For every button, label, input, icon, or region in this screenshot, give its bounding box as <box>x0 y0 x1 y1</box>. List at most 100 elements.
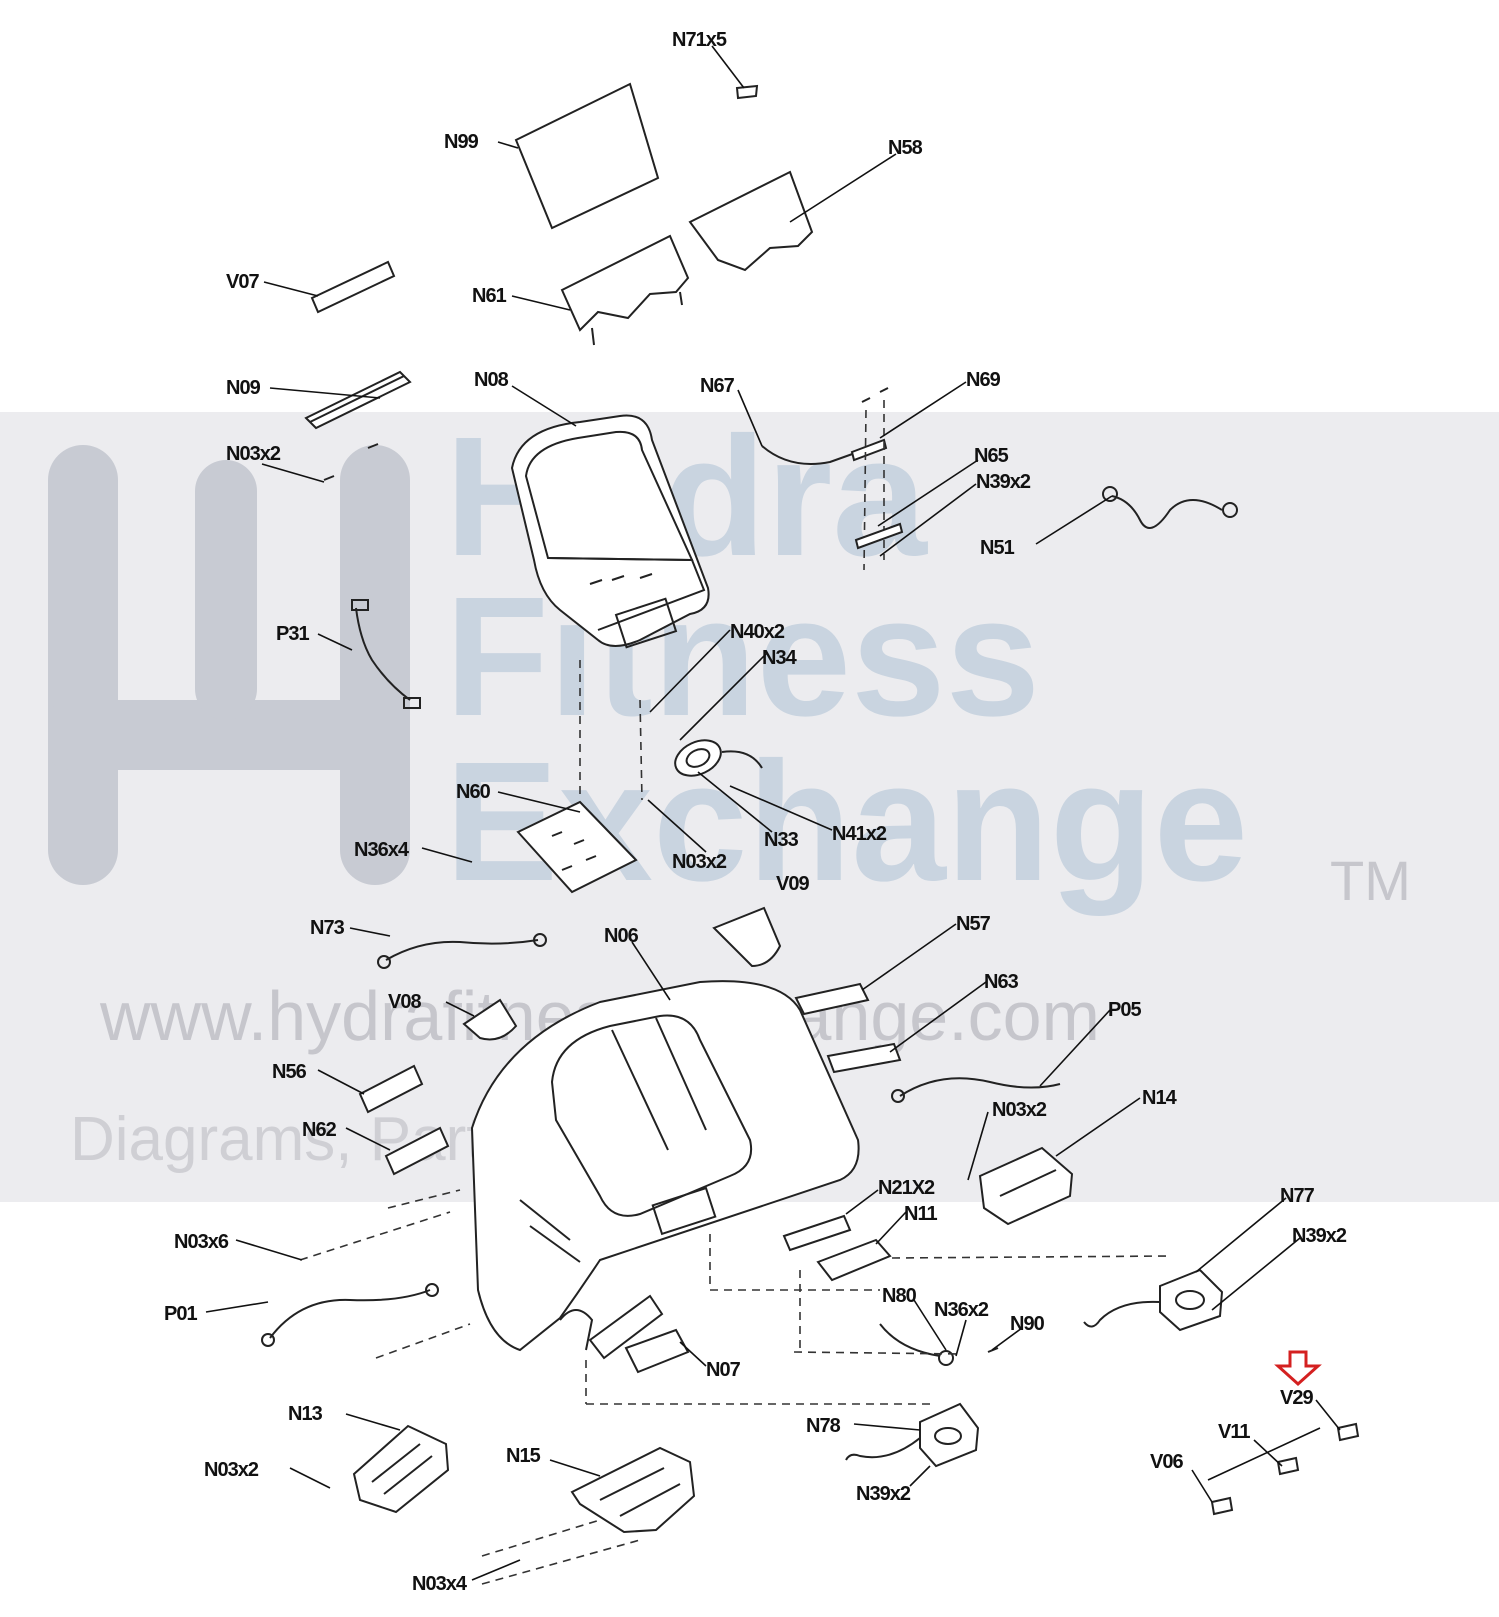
part-n80-sensor <box>879 1323 999 1366</box>
label-n90: N90 <box>1010 1313 1045 1335</box>
part-p31-connector <box>351 599 369 611</box>
label-v11: V11 <box>1218 1421 1250 1443</box>
assembly-line <box>639 699 643 801</box>
assembly-line <box>375 1323 471 1359</box>
part-n71-clip <box>735 84 759 100</box>
decal-set-line <box>1207 1427 1321 1481</box>
label-p05: P05 <box>1108 999 1141 1021</box>
part-n61-pin <box>591 327 595 346</box>
label-v09: V09 <box>776 873 809 895</box>
part-n62-overlay <box>384 1126 450 1176</box>
part-labels: N71x5 N99 N58 V07 N61 N09 N08 N67 N69 N0… <box>164 29 1348 1595</box>
label-n39x2-bottom: N39x2 <box>856 1483 911 1505</box>
label-v07: V07 <box>226 271 259 293</box>
hydra-trident-logo-icon <box>48 445 410 885</box>
label-v06: V06 <box>1150 1451 1183 1473</box>
label-n03x2-left: N03x2 <box>204 1459 259 1481</box>
label-n03x2-mid: N03x2 <box>672 851 727 873</box>
label-n39x2-top: N39x2 <box>976 471 1031 493</box>
down-arrow-icon <box>1274 1350 1322 1387</box>
part-n61-pin <box>679 291 683 306</box>
label-n06: N06 <box>604 925 639 947</box>
label-n13: N13 <box>288 1403 323 1425</box>
label-n40x2: N40x2 <box>730 621 785 643</box>
part-n07-overlay <box>588 1294 664 1360</box>
label-n21x2: N21X2 <box>878 1177 935 1199</box>
part-n09-inner-line <box>309 375 405 423</box>
part-n13-bracket <box>352 1424 450 1514</box>
assembly-line <box>387 1189 461 1209</box>
part-n51-connector <box>1222 502 1238 518</box>
label-p31: P31 <box>276 623 309 645</box>
label-n36x4: N36x4 <box>354 839 410 861</box>
label-n36x2: N36x2 <box>934 1299 989 1321</box>
label-n69: N69 <box>966 369 1001 391</box>
part-n57-overlay <box>794 982 870 1016</box>
label-n07: N07 <box>706 1359 741 1381</box>
part-p01-cable <box>269 1289 431 1339</box>
part-v11-decal <box>1276 1456 1300 1476</box>
part-v29-decal <box>1336 1422 1360 1442</box>
part-n73-cable <box>385 939 539 961</box>
part-v09-decal <box>712 906 782 968</box>
label-n58: N58 <box>888 137 923 159</box>
part-n69-screws <box>861 387 889 403</box>
watermark-brand-line-2: Fitness <box>445 562 1040 752</box>
part-n51-cable <box>1111 495 1223 529</box>
part-p05-cable <box>899 1077 1061 1097</box>
label-n03x4: N03x4 <box>412 1573 468 1595</box>
label-n78: N78 <box>806 1415 841 1437</box>
part-n60-control-board <box>516 800 638 894</box>
parts-line-art <box>261 82 1360 1585</box>
label-n63: N63 <box>984 971 1019 993</box>
label-p01: P01 <box>164 1303 197 1325</box>
label-n56: N56 <box>272 1061 307 1083</box>
part-n51-connector <box>1102 486 1118 502</box>
label-n15: N15 <box>506 1445 541 1467</box>
label-n03x2-right: N03x2 <box>992 1099 1047 1121</box>
part-n99-display-glass <box>514 82 660 230</box>
label-n34: N34 <box>762 647 798 669</box>
part-v07-decal <box>310 260 396 314</box>
label-n11: N11 <box>904 1203 937 1225</box>
label-n39x2-right: N39x2 <box>1292 1225 1347 1247</box>
part-p01-connector <box>261 1333 275 1347</box>
part-n06-console-shroud <box>470 980 860 1352</box>
part-n69-bracket <box>850 438 888 462</box>
label-n65: N65 <box>974 445 1009 467</box>
assembly-line <box>481 1519 601 1557</box>
part-n07-box <box>624 1328 690 1374</box>
label-n57: N57 <box>956 913 991 935</box>
leader-lines <box>205 45 1341 1581</box>
label-n03x2-top: N03x2 <box>226 443 281 465</box>
label-n14: N14 <box>1142 1087 1178 1109</box>
part-n08-console-housing <box>510 414 710 649</box>
part-n58-overlay <box>688 170 814 272</box>
label-v29: V29 <box>1280 1387 1313 1409</box>
label-n62: N62 <box>302 1119 337 1141</box>
part-n78-fan <box>845 1402 980 1468</box>
part-n65-bar <box>854 522 904 550</box>
part-n77-fan <box>1083 1268 1224 1332</box>
part-n14-housing <box>978 1146 1074 1226</box>
label-n77: N77 <box>1280 1185 1315 1207</box>
label-n41x2: N41x2 <box>832 823 887 845</box>
part-p31-connector <box>403 697 421 709</box>
assembly-line <box>891 1255 1171 1259</box>
part-v08-decal <box>462 998 518 1041</box>
screw-n03-a <box>323 443 379 481</box>
part-n63-overlay <box>826 1042 902 1074</box>
label-n33: N33 <box>764 829 799 851</box>
label-v08: V08 <box>388 991 421 1013</box>
part-n15-bracket <box>570 1446 696 1534</box>
label-n67: N67 <box>700 375 735 397</box>
part-n61-overlay <box>560 234 690 332</box>
label-n08: N08 <box>474 369 509 391</box>
part-n56-overlay <box>358 1064 424 1114</box>
part-n73-connector <box>377 955 391 969</box>
part-n67-cable <box>761 445 879 465</box>
assembly-line <box>299 1211 451 1261</box>
assembly-line <box>793 1351 961 1355</box>
